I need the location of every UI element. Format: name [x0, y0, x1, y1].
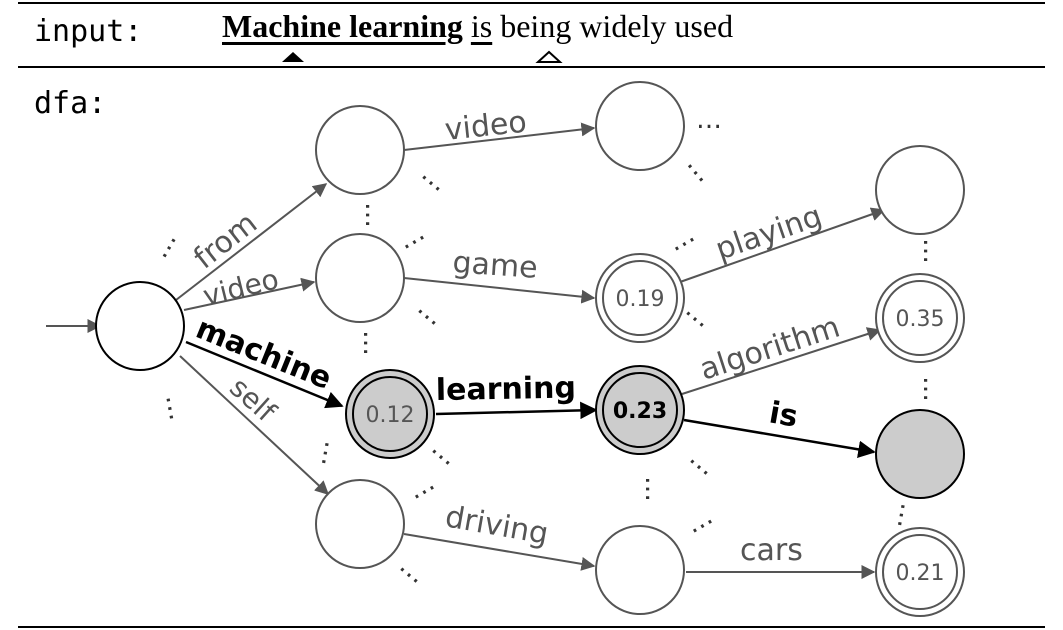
next-cursor-icon	[535, 50, 563, 63]
ellipsis-14: …	[663, 219, 701, 258]
state-start	[95, 281, 185, 371]
ellipsis-7: …	[412, 292, 451, 332]
edge-playing	[679, 207, 886, 283]
ellipsis-11: …	[394, 550, 433, 590]
edge-video-start	[183, 277, 316, 311]
input-label: input:	[34, 14, 143, 49]
state-from-video	[595, 81, 685, 171]
state-machine	[345, 369, 435, 459]
state-is	[875, 409, 965, 499]
input-sentence: Machine learning is being widely used	[222, 8, 733, 45]
edge-video-top	[403, 122, 596, 151]
prob-cars: 0.21	[896, 561, 945, 586]
state-video-game-inner	[602, 260, 678, 336]
ellipsis-15: …	[680, 294, 719, 334]
ellipsis-20: …	[917, 376, 947, 402]
top-rule	[18, 2, 1045, 4]
label-algorithm: algorithm	[696, 310, 845, 388]
state-video-game	[595, 253, 685, 343]
match-cursor-icon	[282, 52, 304, 62]
edge-self	[179, 355, 330, 495]
edge-learning	[435, 401, 598, 420]
label-playing: playing	[711, 199, 826, 268]
edge-machine	[185, 340, 344, 409]
state-playing	[875, 145, 965, 235]
ellipsis-13: …	[681, 149, 721, 188]
label-cars: cars	[740, 533, 803, 568]
prob-machine: 0.12	[366, 403, 415, 428]
ellipsis-2: …	[159, 392, 193, 423]
label-from: from	[187, 206, 264, 277]
ellipsis-1: …	[144, 226, 183, 264]
ellipsis-17: …	[684, 442, 723, 482]
state-algorithm	[875, 273, 965, 363]
label-is: is	[767, 395, 801, 434]
state-video	[315, 233, 405, 323]
state-machine-learning-inner	[602, 372, 678, 448]
ellipsis-18: …	[681, 501, 719, 540]
edge-from	[175, 183, 328, 301]
edge-is	[683, 418, 876, 459]
next-token: is	[470, 8, 493, 44]
label-learning: learning	[436, 371, 577, 408]
edge-driving	[403, 533, 596, 571]
state-from	[315, 105, 405, 195]
state-machine-inner	[352, 376, 428, 452]
dfa-label: dfa:	[34, 86, 107, 121]
matched-tokens: Machine learning	[222, 8, 463, 44]
ellipsis-6: …	[357, 330, 387, 356]
middle-rule	[18, 66, 1045, 68]
edge-algorithm	[681, 327, 882, 395]
state-cars	[875, 527, 965, 617]
state-machine-learning	[595, 365, 685, 455]
prob-video-game: 0.19	[616, 287, 665, 312]
ellipsis-10: …	[403, 467, 441, 506]
state-algorithm-inner	[882, 280, 958, 356]
state-cars-inner	[882, 534, 958, 610]
ellipsis-9: …	[426, 432, 465, 472]
prob-machine-learning: 0.23	[613, 399, 667, 424]
ellipsis-12: …	[696, 105, 722, 135]
state-self	[315, 479, 405, 569]
ellipsis-3: …	[416, 158, 455, 198]
bottom-rule	[18, 626, 1045, 628]
state-self-driving	[595, 525, 685, 615]
remaining-tokens: being widely used	[492, 8, 734, 44]
label-video-top: video	[443, 105, 528, 148]
label-game: game	[451, 245, 538, 286]
ellipsis-4: …	[359, 202, 389, 228]
ellipsis-19: …	[917, 238, 947, 264]
ellipsis-8: …	[315, 439, 349, 470]
ellipsis-16: …	[639, 476, 669, 502]
ellipsis-5: …	[393, 217, 431, 256]
prob-algorithm: 0.35	[896, 307, 945, 332]
ellipsis-21: …	[891, 501, 925, 532]
edge-game	[403, 277, 596, 304]
